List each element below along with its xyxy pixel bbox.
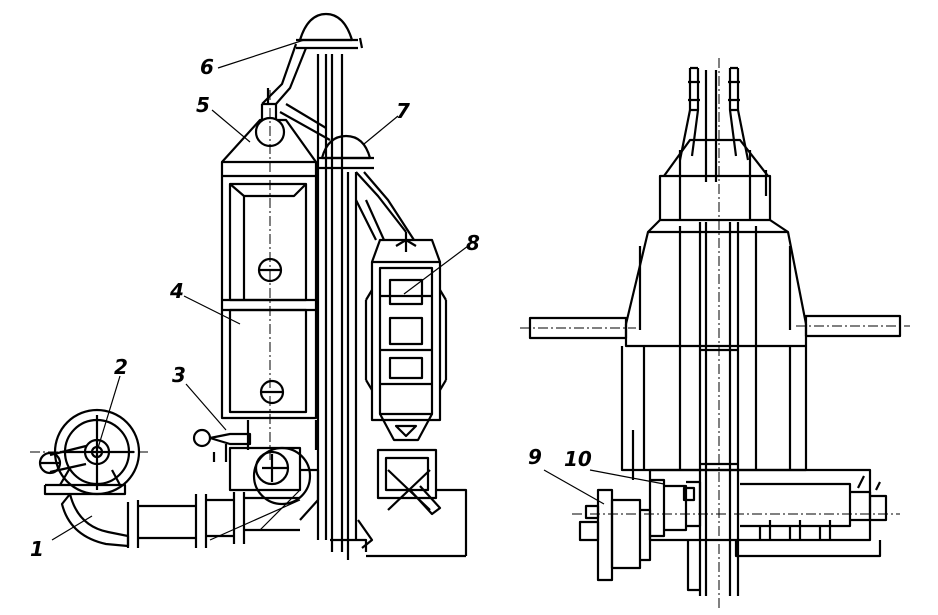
leader-8 (403, 245, 469, 295)
label-6: 6 (200, 55, 214, 79)
top-pipes (678, 66, 750, 182)
front-view (520, 58, 910, 608)
drive-assembly (572, 468, 900, 592)
label-1: 1 (30, 537, 44, 561)
label-8: 8 (466, 231, 480, 255)
leader-10 (589, 469, 665, 485)
screen-cage (355, 171, 448, 516)
base-platform (366, 488, 468, 558)
valve (192, 428, 252, 462)
intake-pipe (60, 489, 301, 548)
leader-5 (211, 109, 251, 143)
side-view (30, 12, 468, 560)
column-tank (220, 88, 318, 460)
part-labels: 1 2 3 4 5 6 7 8 9 10 (30, 55, 592, 561)
leader-1 (51, 515, 93, 541)
label-9: 9 (528, 445, 542, 469)
label-4: 4 (169, 279, 184, 303)
horizontal-arms (520, 314, 910, 340)
label-2: 2 (114, 355, 128, 379)
leader-2 (97, 375, 121, 449)
leader-9 (543, 469, 605, 505)
top-head (261, 12, 364, 105)
label-5: 5 (196, 93, 210, 117)
leader-3 (185, 383, 227, 431)
label-7: 7 (396, 99, 410, 123)
leader-lines (51, 39, 665, 541)
leader-6 (217, 39, 305, 69)
leader-7 (363, 115, 399, 145)
label-3: 3 (172, 363, 186, 387)
vertical-pipes (316, 54, 374, 560)
middle-head (279, 103, 374, 170)
label-10: 10 (564, 447, 592, 471)
electric-motor (30, 408, 150, 496)
main-body (620, 58, 808, 608)
leader-4 (183, 295, 241, 325)
